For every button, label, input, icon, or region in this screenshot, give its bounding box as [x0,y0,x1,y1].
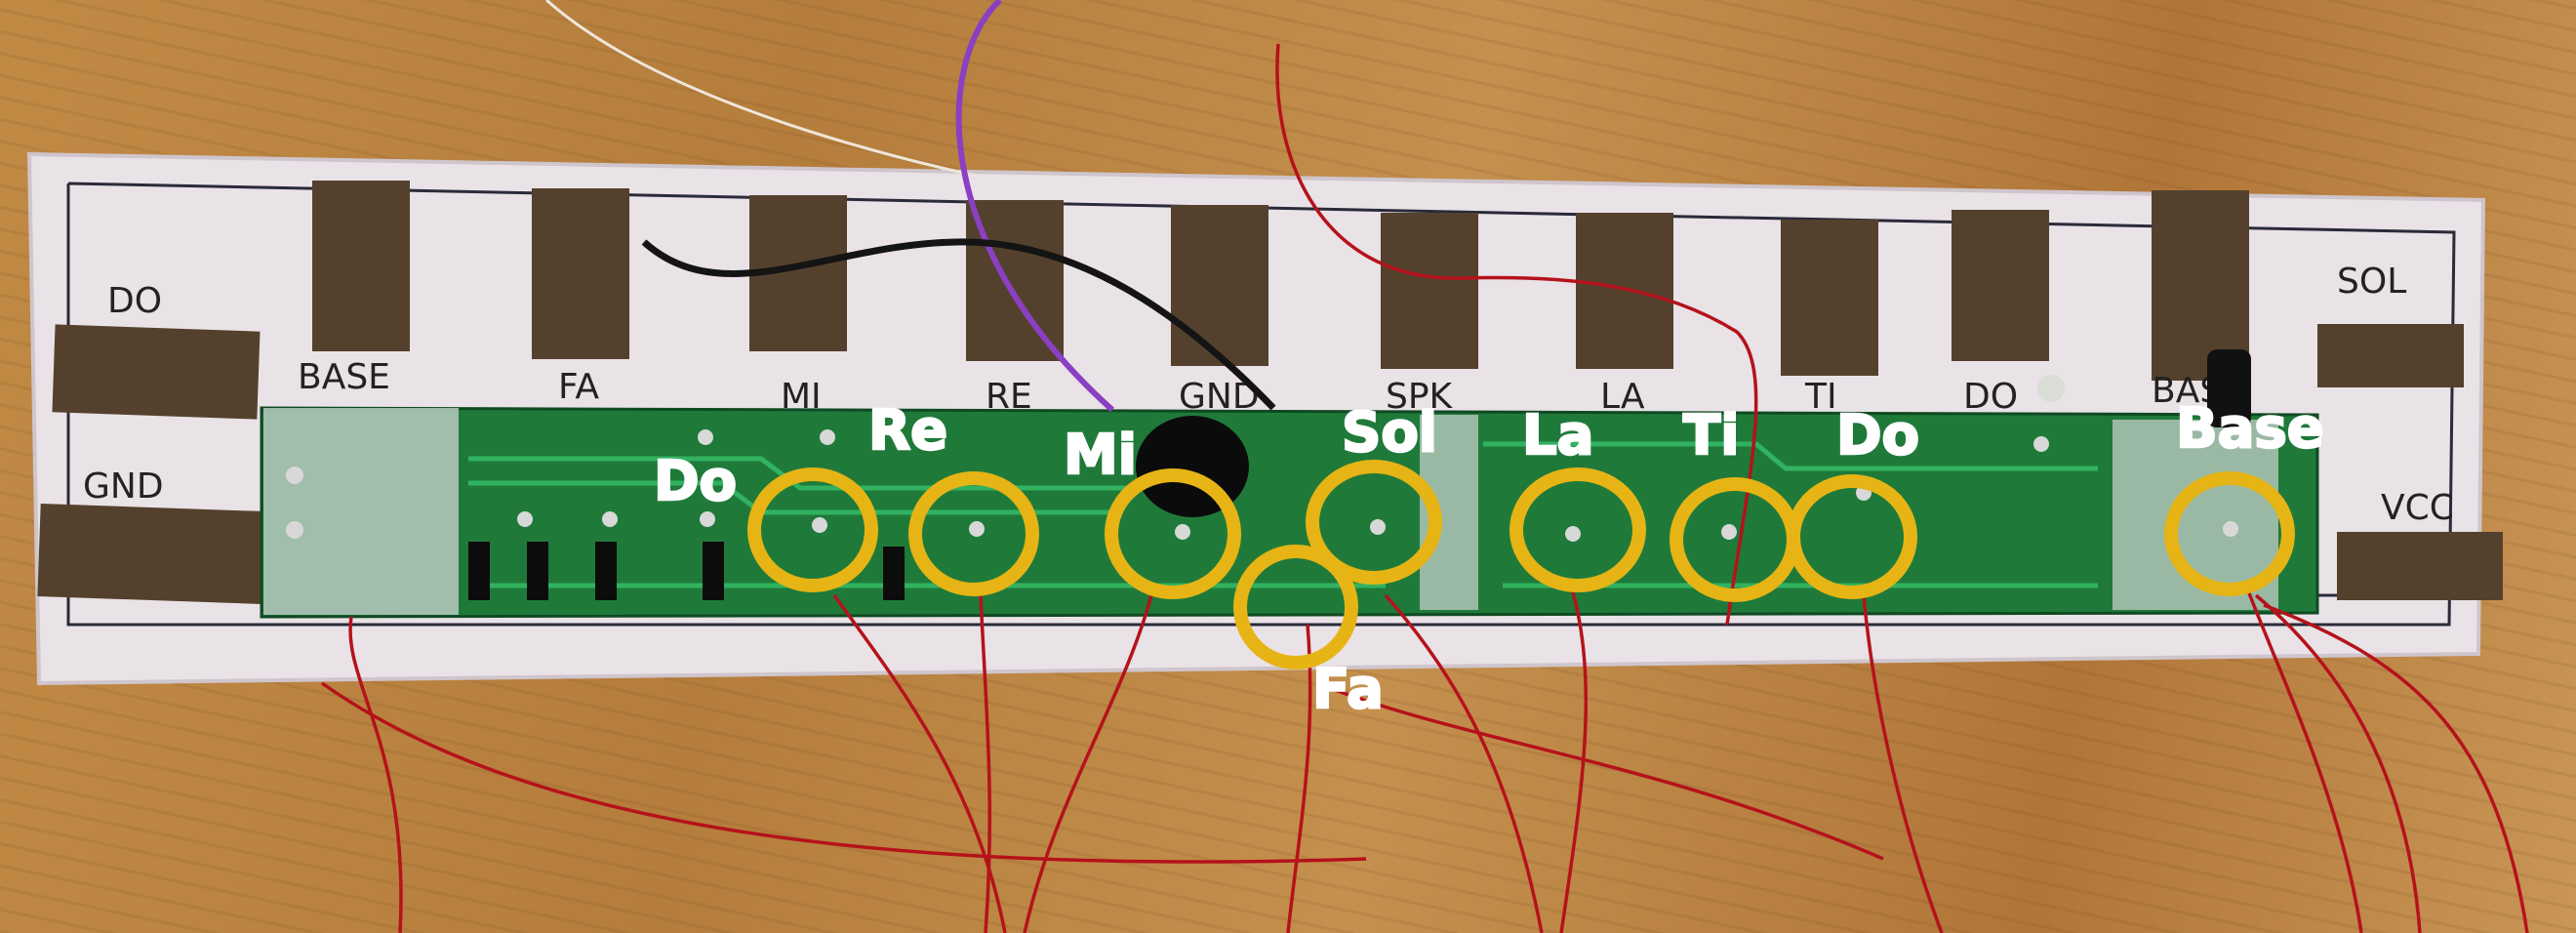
pad-gnd [1171,205,1268,366]
pad-base-left [312,181,410,351]
pad-left-gnd [37,504,265,604]
led-clear [2037,375,2065,402]
annotation-re: Re [868,399,947,463]
label-fa: FA [558,367,599,407]
pad-left-do [52,324,261,420]
annotation-sol: Sol [1342,401,1437,465]
label-base-left: BASE [298,357,390,397]
pad-do-top [1952,210,2049,361]
pcb-left-tape [263,408,459,615]
purple-wire [955,0,1115,413]
annotation-la: La [1522,404,1593,467]
white-thread [545,0,977,178]
pad-ti [1781,220,1878,376]
label-spk: SPK [1386,377,1454,417]
marker-do-1 [747,467,878,592]
label-left-do: DO [107,281,162,321]
marker-sol [1306,460,1442,585]
pad-fa [532,188,629,359]
label-right-sol: SOL [2337,262,2406,302]
black-wire [641,238,1276,411]
annotation-do-1: Do [654,450,737,513]
marker-do-2 [1787,474,1917,599]
annotation-fa: Fa [1312,658,1384,721]
annotation-base: Base [2176,397,2324,461]
marker-circles [747,460,2295,669]
pcb-traces [468,441,2098,588]
pcb-contact-fingers [468,542,905,600]
pcb-solder-points [286,429,2238,542]
pad-right-sol [2317,324,2464,387]
marker-base [2164,471,2295,596]
side-pads [37,324,2503,604]
marker-mi [1105,468,1241,599]
label-la: LA [1600,377,1645,417]
annotation-ti: Ti [1683,404,1739,467]
pad-la [1576,213,1673,369]
annotation-do-2: Do [1836,404,1919,467]
label-do-top: DO [1963,377,2018,417]
label-left-gnd: GND [83,466,164,507]
pad-spk [1381,213,1478,369]
annotations: Do Re Mi Fa Sol La Ti Do Base [653,396,2325,723]
pad-base-right [2152,190,2249,381]
marker-fa [1233,545,1358,669]
label-right-vcc: VCC [2381,488,2454,528]
capacitor [2207,349,2251,427]
pad-right-vcc [2337,532,2503,600]
top-pads [312,181,2249,381]
marker-la [1509,467,1646,592]
label-ti: TI [1804,377,1837,417]
marker-re [908,471,1039,596]
wires [320,0,2529,933]
annotation-mi: Mi [1064,424,1137,487]
